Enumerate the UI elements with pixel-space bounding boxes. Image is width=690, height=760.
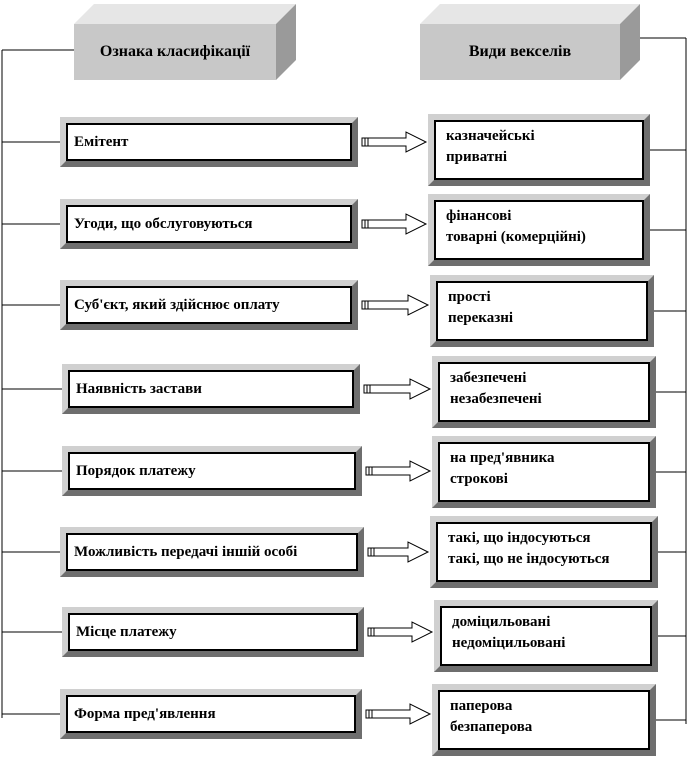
header-top-face <box>420 4 640 24</box>
arrow-icon <box>363 378 432 400</box>
bill-types-box: забезпечені незабезпечені <box>432 356 656 428</box>
bill-type-item: казначейські <box>446 128 535 144</box>
bill-type-item: прості <box>448 289 491 305</box>
criterion-label: Емітент <box>74 133 129 150</box>
criterion-box: Угоди, що обслуговуються <box>60 199 358 249</box>
bill-types-box: казначейські приватні <box>428 114 650 186</box>
arrow-icon <box>367 541 430 563</box>
criterion-box: Місце платежу <box>62 607 364 657</box>
bill-types-box: на пред'явника строкові <box>432 436 656 508</box>
header-bill-types: Види векселів <box>420 4 640 80</box>
bill-type-item: приватні <box>446 149 508 165</box>
criterion-label: Наявність застави <box>76 380 202 397</box>
bill-type-item: доміцильовані <box>452 614 551 630</box>
header-left-title: Ознака класифікації <box>74 24 276 80</box>
criterion-box: Емітент <box>60 117 358 167</box>
bill-type-item: на пред'явника <box>450 450 555 466</box>
arrow-icon <box>361 294 430 316</box>
arrow-icon <box>361 131 428 153</box>
criterion-label: Можливість передачі іншій особі <box>74 543 298 560</box>
criterion-box: Наявність застави <box>62 364 360 414</box>
bill-type-item: паперова <box>450 698 513 714</box>
bill-type-item: незабезпечені <box>450 391 542 407</box>
criterion-box: Порядок платежу <box>62 446 362 496</box>
bill-type-item: такі, що індосуються <box>448 530 591 546</box>
bill-type-item: фінансові <box>446 208 512 224</box>
arrow-icon <box>365 460 432 482</box>
header-top-face <box>74 4 296 24</box>
criterion-label: Місце платежу <box>76 623 177 640</box>
bill-types-box: такі, що індосуються такі, що не індосую… <box>430 516 658 588</box>
bill-types-box: фінансові товарні (комерційні) <box>428 194 650 266</box>
criterion-label: Форма пред'явлення <box>74 705 216 722</box>
bill-type-item: забезпечені <box>450 370 527 386</box>
bill-type-item: безпаперова <box>450 719 533 735</box>
header-side-face <box>276 4 296 80</box>
criterion-label: Угоди, що обслуговуються <box>74 215 253 232</box>
header-side-face <box>620 4 640 80</box>
criterion-label: Порядок платежу <box>76 462 196 479</box>
bill-type-item: товарні (комерційні) <box>446 229 586 245</box>
bill-types-box: доміцильовані недоміцильовані <box>434 600 658 672</box>
bill-type-item: такі, що не індосуються <box>448 551 610 567</box>
arrow-icon <box>361 213 428 235</box>
arrow-icon <box>367 621 434 643</box>
arrow-icon <box>365 703 432 725</box>
criterion-label: Суб'єкт, який здійснює оплату <box>74 296 280 313</box>
criterion-box: Можливість передачі іншій особі <box>60 527 364 577</box>
bill-type-item: недоміцильовані <box>452 635 566 651</box>
bill-types-box: паперова безпаперова <box>432 684 656 756</box>
header-classification-criterion: Ознака класифікації <box>74 4 296 80</box>
criterion-box: Форма пред'явлення <box>60 689 362 739</box>
bill-types-box: прості переказні <box>430 275 654 347</box>
bill-type-item: строкові <box>450 471 508 487</box>
header-right-title: Види векселів <box>420 24 620 80</box>
bill-type-item: переказні <box>448 310 514 326</box>
criterion-box: Суб'єкт, який здійснює оплату <box>60 280 358 330</box>
